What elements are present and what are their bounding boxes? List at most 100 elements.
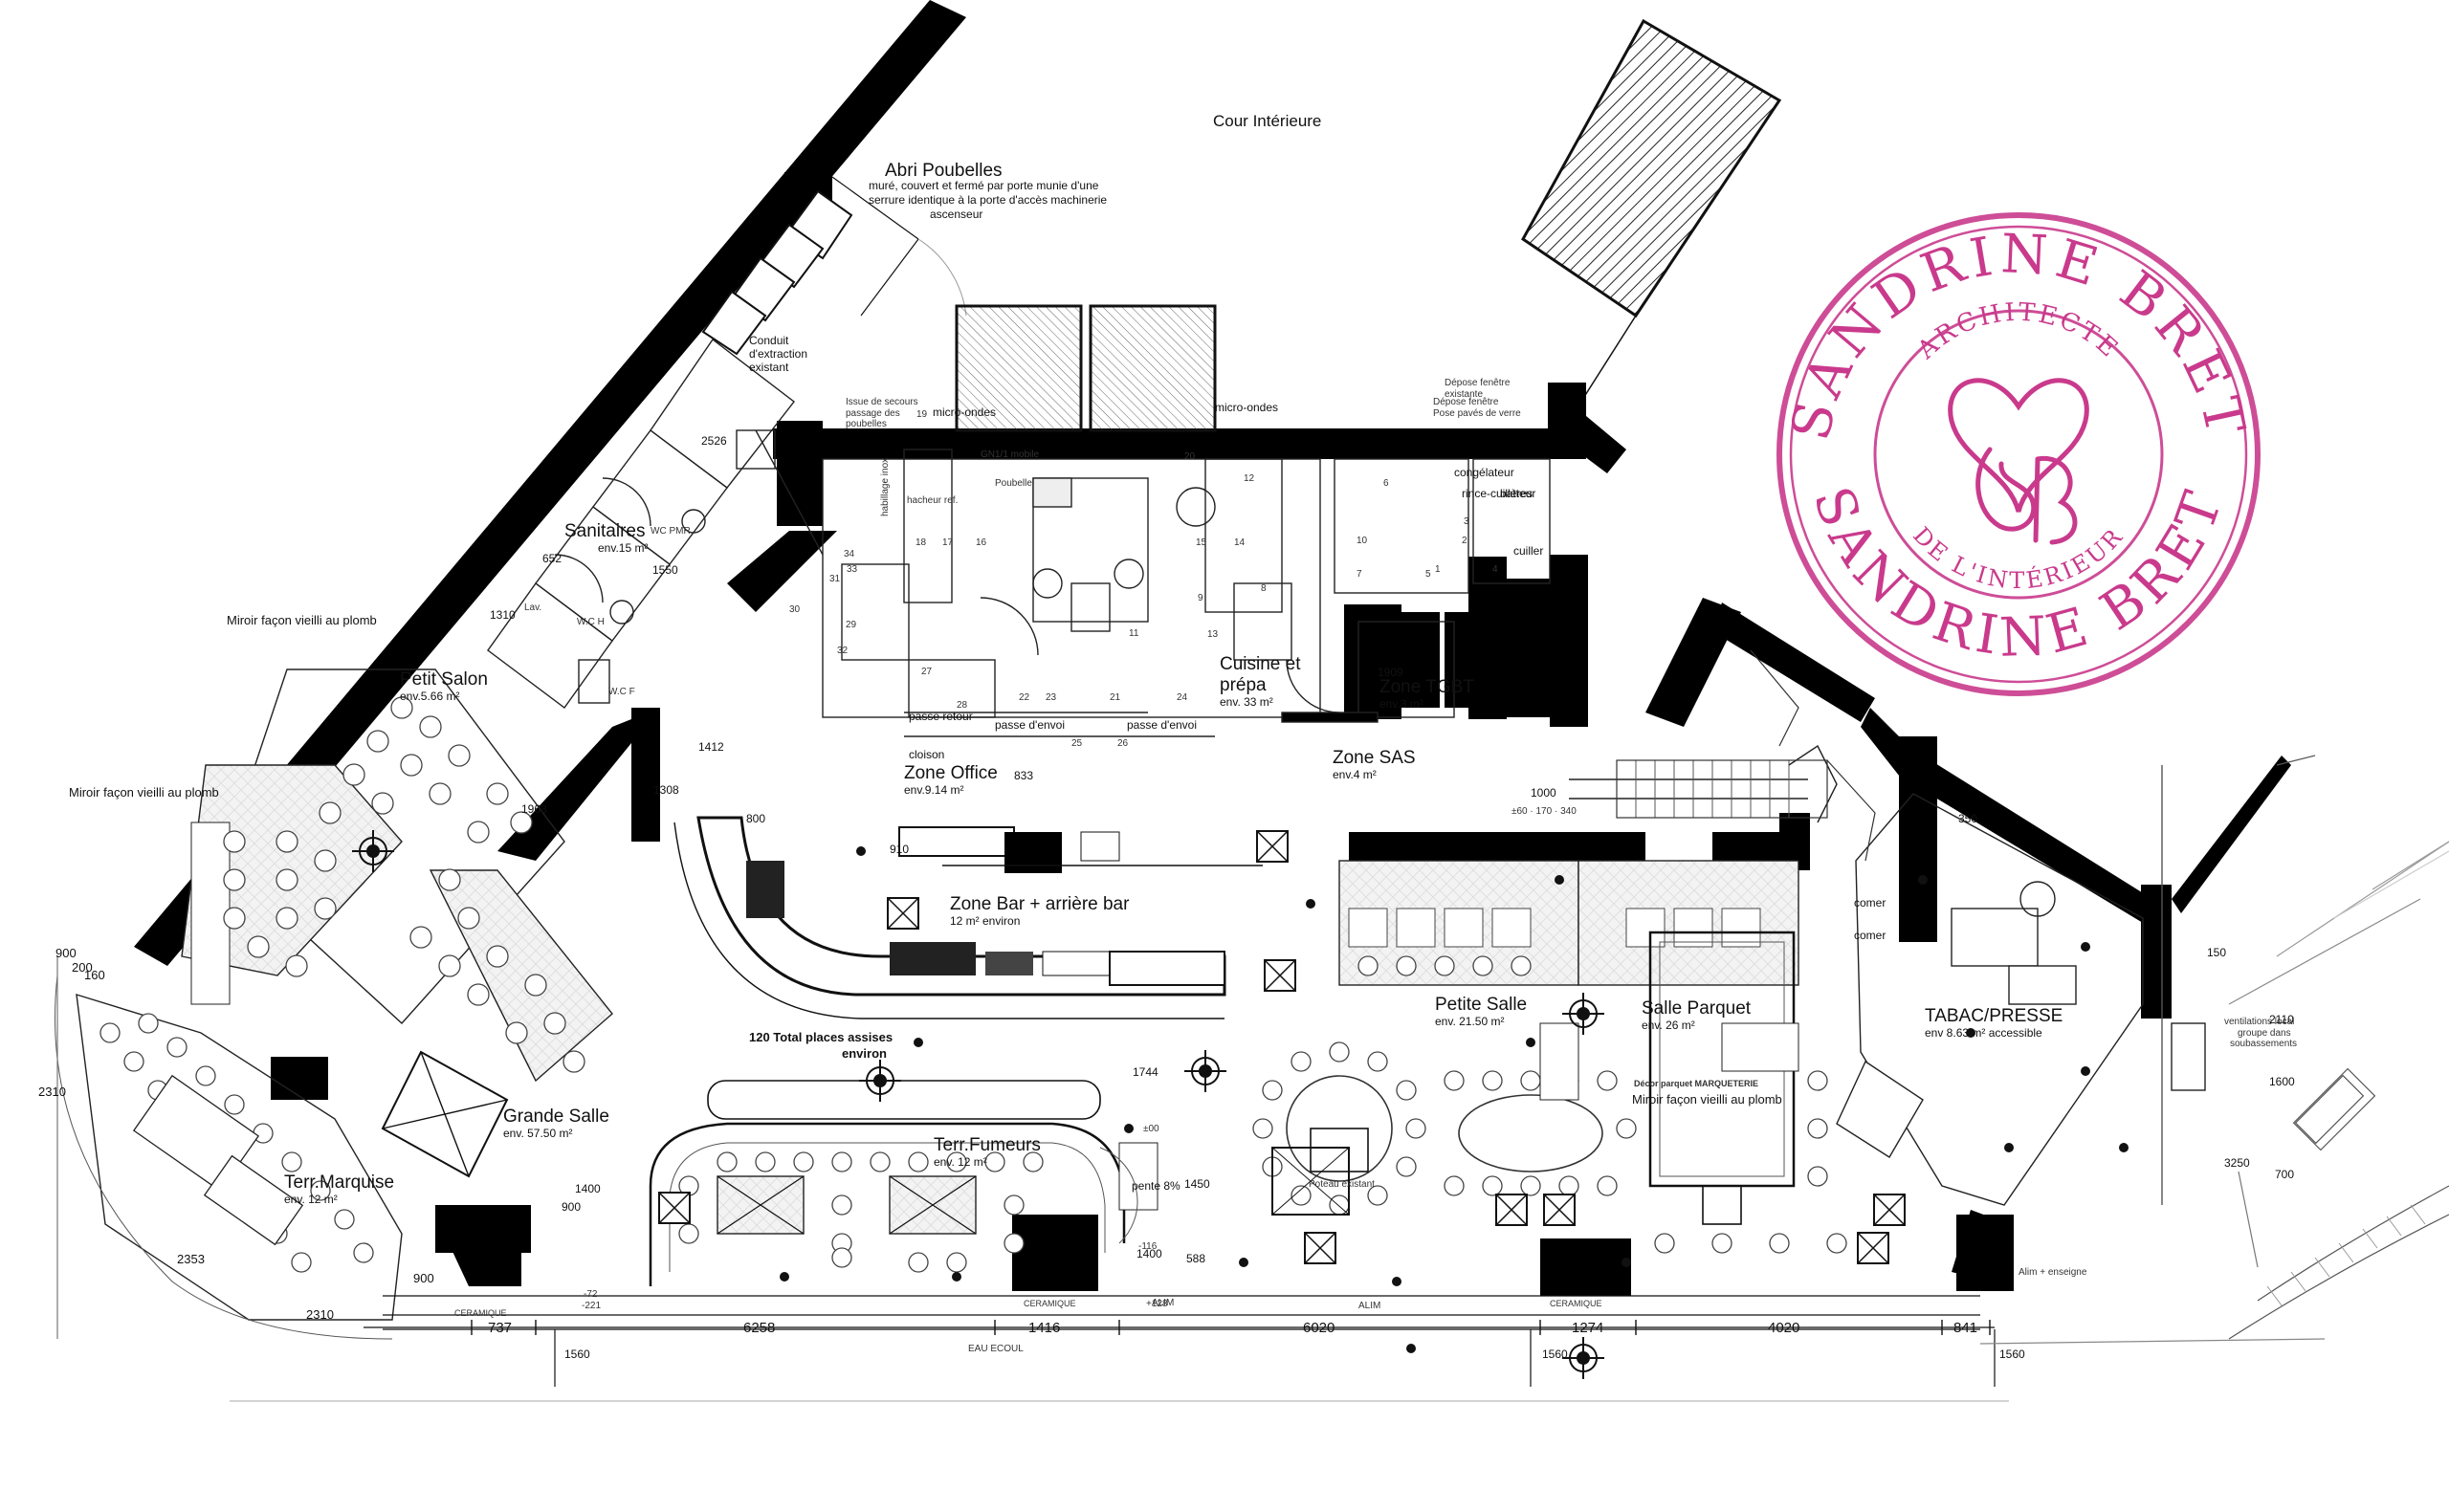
miroir-label-2: Miroir façon vieilli au plomb: [69, 785, 219, 800]
wc-h-label: W.C H: [577, 617, 605, 627]
stamp-name-top: SANDRINE BRET: [1779, 223, 2258, 446]
abri-poubelles-bins: [701, 176, 967, 356]
equip-num-31: 31: [829, 574, 841, 584]
habillage-label: habillage inox: [880, 457, 891, 516]
dim-1550: 1550: [652, 563, 678, 577]
dim-1400-b: 1400: [1136, 1247, 1162, 1260]
abri-desc-1: muré, couvert et fermé par porte munie d…: [869, 179, 1099, 192]
equip-num-10: 10: [1357, 536, 1368, 546]
dim-bottom-1416: 1416: [1028, 1320, 1061, 1336]
places-environ: environ: [842, 1046, 887, 1061]
micro-ondes-2: micro-ondes: [1215, 401, 1279, 414]
miroir-label-1: Miroir façon vieilli au plomb: [227, 613, 377, 627]
dim-level-00: ±00: [1143, 1124, 1159, 1134]
street-elements: [2228, 755, 2449, 1340]
passe-retour: passe retour: [909, 710, 973, 723]
equip-num-33: 33: [847, 564, 858, 575]
passe-envoi-2: passe d'envoi: [1127, 718, 1198, 732]
equip-num-1: 1: [1435, 564, 1441, 575]
stamp-subtitle-top: ARCHITECTE: [1911, 298, 2125, 365]
equip-num-2: 2: [1462, 536, 1467, 546]
abri-desc-3: ascenseur: [930, 208, 983, 221]
terrasse-marquise: [55, 975, 403, 1340]
dim-bottom-6258: 6258: [743, 1320, 776, 1336]
sandrine-bret-stamp: SANDRINE BRET ARCHITECTE SANDRINE BRET D…: [1776, 212, 2261, 696]
dim-900: 900: [562, 1200, 582, 1214]
wc-pmr-label: WC PMR: [651, 526, 691, 537]
comer-2: comer: [1854, 929, 1886, 942]
equip-num-8: 8: [1261, 583, 1267, 594]
dim-bottom-6020: 6020: [1303, 1320, 1335, 1336]
stamp-monogram-icon: [1948, 378, 2089, 545]
equip-num-23: 23: [1046, 692, 1057, 703]
dim-700: 700: [2275, 1168, 2295, 1181]
dim-left-160: 160: [84, 968, 105, 982]
ceramique-label-3: CERAMIQUE: [1550, 1299, 1602, 1308]
dim-left-200: 200: [72, 960, 93, 975]
dim-1000: 1000: [1531, 786, 1556, 800]
equip-num-28: 28: [957, 700, 968, 711]
dim-level-116: -116: [1138, 1241, 1158, 1252]
dim-level-72: -72: [584, 1289, 598, 1300]
pente-label: pente 8%: [1132, 1179, 1180, 1193]
equip-num-24: 24: [1177, 692, 1188, 703]
equip-num-20: 20: [1184, 451, 1196, 462]
micro-ondes-1: micro-ondes: [933, 405, 997, 419]
dim-bottom-4020: 4020: [1768, 1320, 1800, 1336]
eau-label: EAU ECOUL: [968, 1344, 1024, 1354]
dim-3250: 3250: [2224, 1156, 2250, 1170]
ceiling-spots: [780, 846, 2129, 1353]
equip-num-16: 16: [976, 537, 987, 548]
equip-num-12: 12: [1244, 473, 1255, 484]
equip-num-21: 21: [1110, 692, 1121, 703]
cour-label: Cour Intérieure: [1213, 112, 1322, 130]
poteau-label: Poteau existant: [1309, 1179, 1375, 1190]
congelateur-label: congélateur: [1454, 466, 1514, 479]
equip-num-14: 14: [1234, 537, 1246, 548]
dim-1963: 1963: [521, 802, 547, 816]
gn-label: GN1/1 mobile: [981, 449, 1040, 460]
rince-label: rince-cuillères: [1462, 487, 1533, 500]
places-total: 120 Total places assises: [749, 1030, 894, 1044]
dim-left-2353: 2353: [177, 1252, 205, 1266]
dim-1400-a: 1400: [575, 1182, 601, 1195]
dim-1744: 1744: [1133, 1065, 1158, 1079]
tabac-presse: [1836, 765, 2206, 1206]
sanitaires-layout: [487, 338, 824, 709]
dim-bottom-737: 737: [488, 1320, 513, 1336]
abri-title: Abri Poubelles: [885, 161, 1003, 181]
terrasse-fumeurs: [649, 1080, 1158, 1286]
equip-num-7: 7: [1357, 569, 1362, 580]
dim-2110: 2110: [2269, 1013, 2294, 1026]
dimension-lines: [56, 841, 2449, 1402]
dim-800: 800: [746, 812, 766, 825]
dim-1450: 1450: [1184, 1177, 1210, 1191]
equip-num-30: 30: [789, 604, 801, 615]
alim-label-2: ALIM: [1358, 1301, 1381, 1311]
poubelle-label: Poubelle: [995, 478, 1032, 489]
dim-588: 588: [1186, 1252, 1206, 1265]
dim-left-900: 900: [55, 946, 77, 960]
dim-1308: 1308: [653, 783, 679, 797]
equip-num-6: 6: [1383, 478, 1389, 489]
alim-label-1: ALIM: [1152, 1298, 1175, 1308]
equip-num-11: 11: [1129, 628, 1139, 639]
dim-652: 652: [542, 552, 563, 565]
passe-envoi-1: passe d'envoi: [995, 718, 1066, 732]
grande-salle-seating: [181, 668, 613, 1178]
dim-350: 350: [1958, 812, 1978, 825]
cuiller-label: cuiller: [1513, 544, 1544, 558]
dim-1310: 1310: [490, 608, 516, 622]
